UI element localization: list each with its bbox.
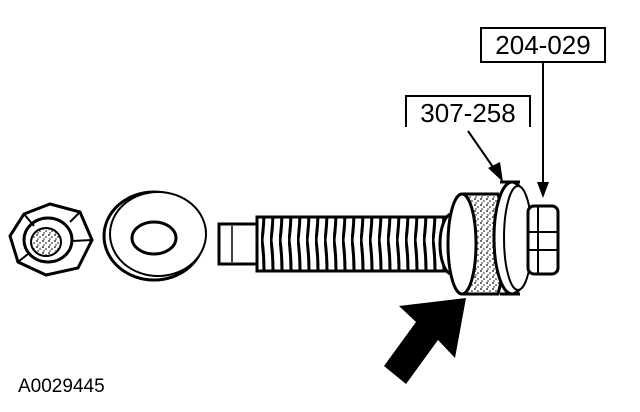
bolt-threads [255,215,449,273]
callout-204-029: 204-029 [480,27,606,198]
figure-id: A0029445 [18,376,105,397]
flat-washer [102,190,207,282]
bolt-tip [217,222,261,266]
callout-307-258-label: 307-258 [420,98,515,128]
callout-307-258: 307-258 [405,95,531,182]
hex-nut [8,202,94,277]
direction-arrow [384,298,466,384]
tool-sleeve [492,180,533,296]
bolt-head [526,204,560,276]
callout-204-029-label: 204-029 [495,30,590,60]
